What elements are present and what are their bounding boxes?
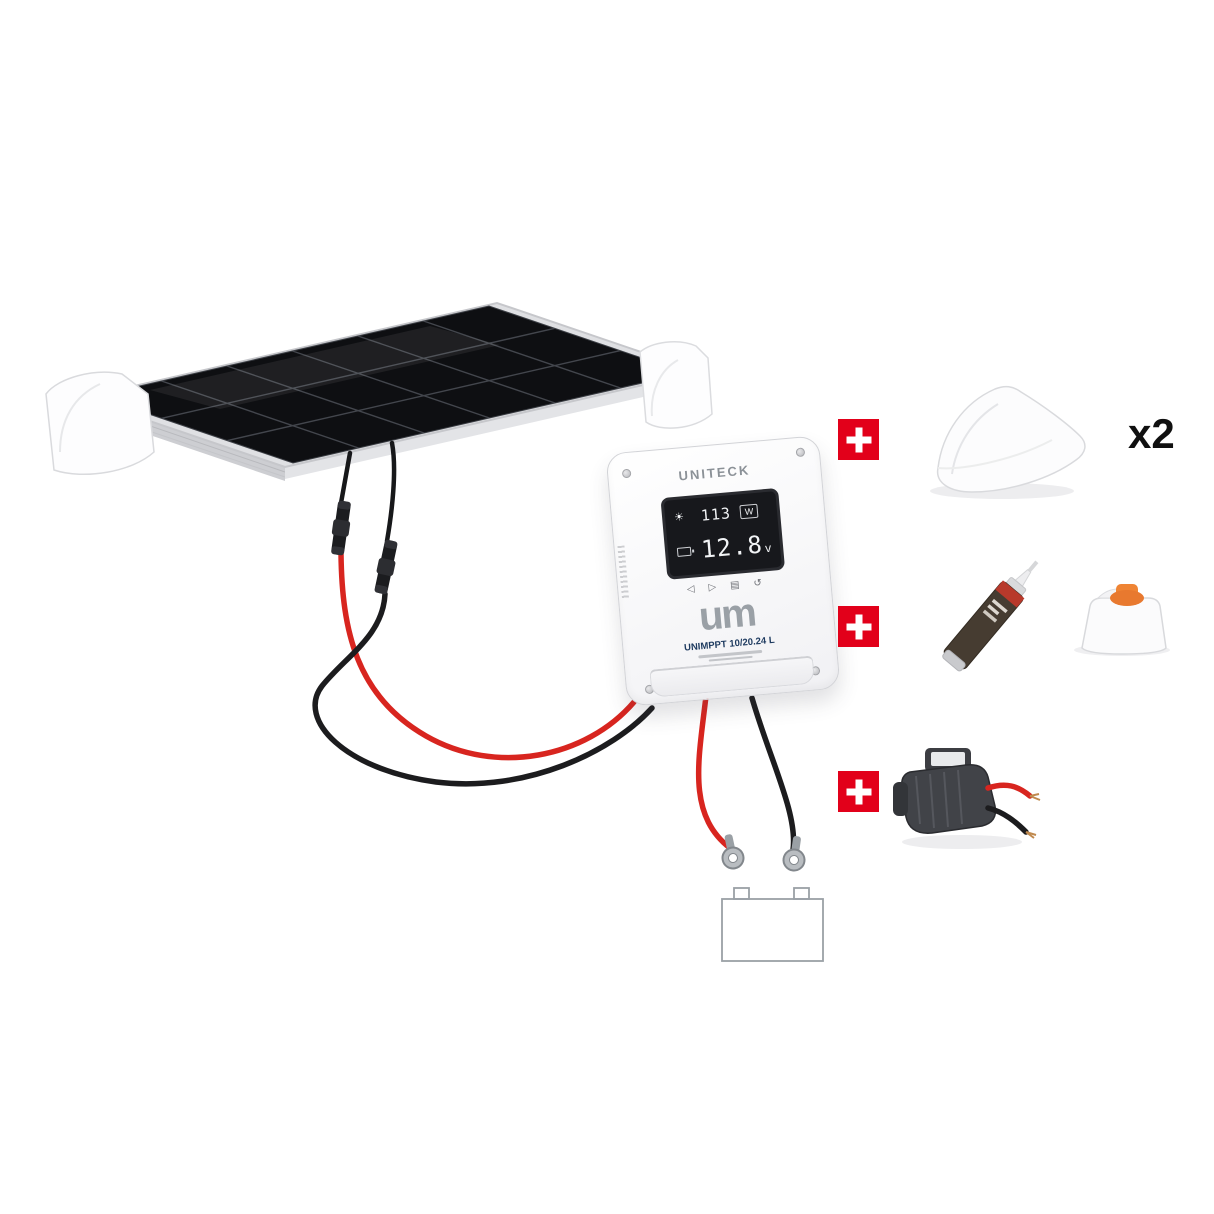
cell-grid [161, 320, 621, 449]
lcd-screen: ☀ 113 W 12.8 v [660, 487, 786, 580]
mc4-connector-pair-1 [331, 500, 351, 556]
charge-controller: UNITECK ☀ 113 W 12.8 v ◁ ▷ ▤ ↺ um UNIMPP… [605, 435, 841, 707]
screw-icon [795, 447, 806, 458]
bracket-quantity-label: x2 [1128, 410, 1175, 457]
battery-cable-red [695, 693, 733, 851]
nav-left-icon: ◁ [686, 583, 696, 596]
brand-logo: UNITECK [678, 462, 751, 484]
battery-cables [695, 693, 806, 872]
cable-entry-gland [1074, 584, 1170, 656]
solar-panel [78, 301, 704, 481]
battery-terminal-connector-photo [893, 748, 1041, 849]
adhesive-tube [942, 560, 1039, 672]
panel-cables [312, 440, 655, 787]
pv-power-value: 113 [700, 504, 732, 525]
ring-terminal-left [721, 834, 745, 870]
menu-icon: ▤ [729, 579, 741, 592]
mounting-spoiler-photo [930, 385, 1086, 499]
battery-voltage-unit: v [764, 540, 772, 556]
ring-terminal-right [782, 836, 806, 872]
panel-corner-bracket-right [639, 340, 713, 429]
plus-icon [838, 606, 879, 647]
mc4-connector-pair-2 [374, 539, 398, 595]
nav-right-icon: ▷ [708, 581, 717, 594]
battery-cable-black [749, 695, 797, 853]
solar-cable-black [312, 591, 655, 787]
panel-corner-bracket-left [45, 371, 155, 476]
battery-sketch [721, 887, 824, 962]
panel-pigtail-2 [384, 440, 397, 544]
sun-icon: ☀ [673, 510, 685, 524]
solar-cable-red [338, 551, 637, 761]
battery-voltage-value: 12.8 [700, 530, 765, 564]
setup-icon: ↺ [752, 577, 763, 590]
pv-power-unit: W [739, 503, 759, 520]
panel-pigtail-1 [338, 450, 353, 506]
battery-icon [676, 546, 692, 557]
plus-icon [838, 771, 879, 812]
plus-icon [838, 419, 879, 460]
